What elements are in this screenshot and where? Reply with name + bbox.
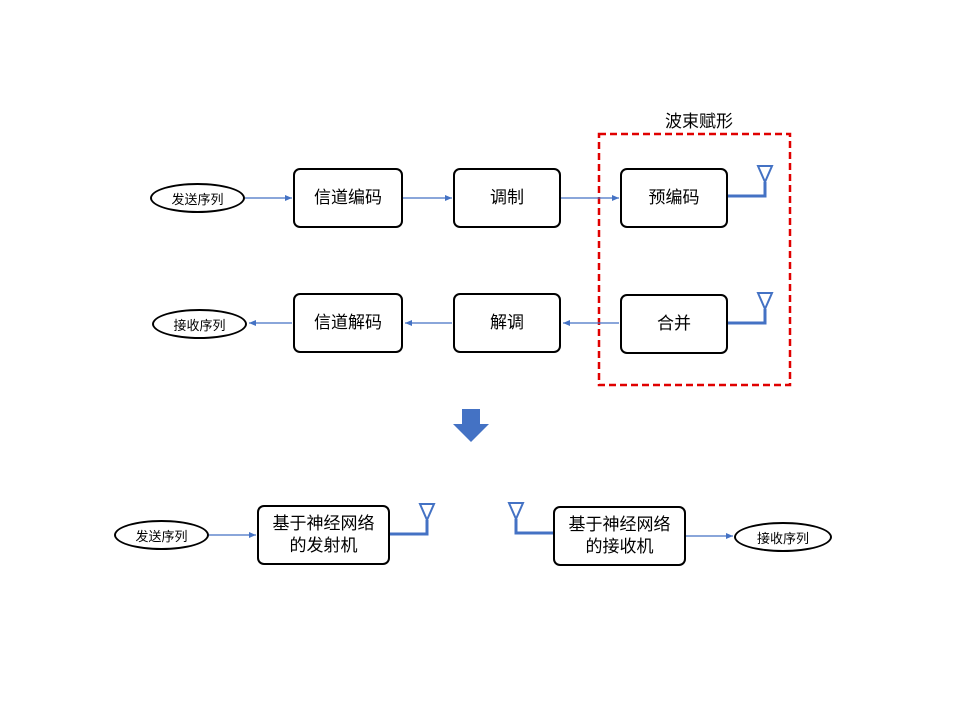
nn-receiver-node: 基于神经网络 的接收机 bbox=[553, 506, 686, 566]
precode-node: 预编码 bbox=[620, 168, 728, 228]
antenna-icon bbox=[507, 502, 553, 535]
combine-label: 合并 bbox=[657, 314, 691, 334]
antenna-icon bbox=[728, 292, 774, 325]
modulate-node: 调制 bbox=[453, 168, 561, 228]
beamforming-label: 波束赋形 bbox=[665, 112, 733, 132]
channel-encode-label: 信道编码 bbox=[314, 188, 382, 208]
channel-encode-node: 信道编码 bbox=[293, 168, 403, 228]
combine-node: 合并 bbox=[620, 294, 728, 354]
tx-input-label: 发送序列 bbox=[171, 192, 224, 208]
nn-transmitter-label: 基于神经网络 的发射机 bbox=[272, 514, 375, 556]
demodulate-node: 解调 bbox=[453, 293, 561, 353]
nn-receiver-label: 基于神经网络 的接收机 bbox=[568, 515, 671, 557]
antenna-icon bbox=[728, 165, 774, 198]
rx-output-label: 接收序列 bbox=[173, 318, 226, 334]
bottom-rx-output-oval: 接收序列 bbox=[734, 522, 832, 552]
nn-transmitter-node: 基于神经网络 的发射机 bbox=[257, 505, 390, 565]
down-arrow-icon bbox=[453, 409, 489, 442]
precode-label: 预编码 bbox=[648, 188, 700, 208]
bottom-tx-input-oval: 发送序列 bbox=[114, 520, 209, 550]
modulate-label: 调制 bbox=[490, 188, 524, 208]
channel-decode-node: 信道解码 bbox=[293, 293, 403, 353]
demodulate-label: 解调 bbox=[490, 313, 524, 333]
antenna-icon bbox=[390, 503, 436, 536]
rx-output-oval: 接收序列 bbox=[152, 309, 247, 339]
bottom-tx-input-label: 发送序列 bbox=[135, 529, 188, 545]
channel-decode-label: 信道解码 bbox=[314, 313, 382, 333]
tx-input-oval: 发送序列 bbox=[150, 183, 245, 213]
bottom-rx-output-label: 接收序列 bbox=[756, 531, 809, 547]
